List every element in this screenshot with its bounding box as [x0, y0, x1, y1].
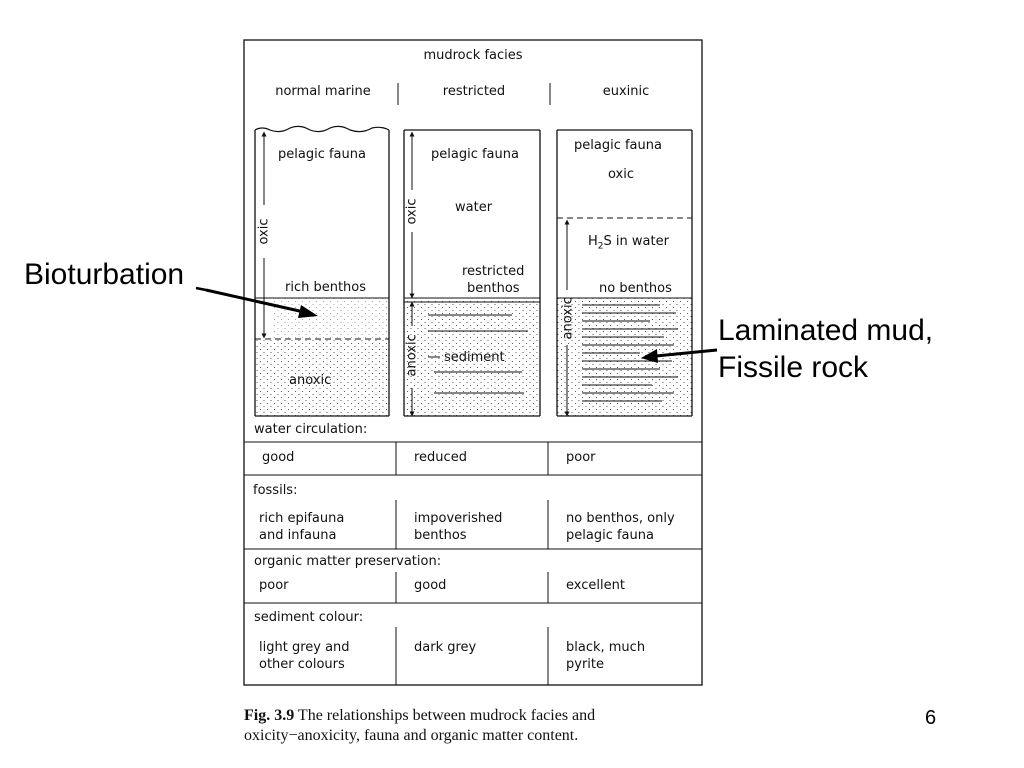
col3-anoxic-label: anoxic [560, 297, 576, 340]
organic-matter-euxinic: excellent [566, 578, 625, 593]
row-organic-matter-title: organic matter preservation: [254, 554, 442, 569]
laminated-arrow [641, 348, 718, 363]
col2-sediment: sediment [444, 350, 505, 365]
facies-restricted: restricted [442, 84, 506, 99]
col2-water: water [455, 200, 493, 215]
col1-rich-benthos: rich benthos [285, 280, 367, 295]
page-number: 6 [925, 707, 937, 729]
col2-pelagic-fauna: pelagic fauna [431, 147, 519, 162]
row-fossils-title: fossils: [253, 483, 298, 498]
row-sediment-colour-title: sediment colour: [254, 610, 364, 625]
column-euxinic [556, 129, 693, 417]
properties-table [244, 441, 702, 685]
col2-anoxic-label: anoxic [404, 334, 420, 377]
laminated-mud-label: Laminated mud, Fissile rock [718, 314, 934, 384]
facies-normal-marine: normal marine [275, 84, 371, 99]
col1-anoxic: anoxic [289, 373, 332, 388]
col2-benthos: benthos [467, 281, 520, 296]
col3-h2s-in-water: H2S in water [588, 234, 669, 252]
facies-euxinic: euxinic [602, 84, 650, 99]
col3-pelagic-fauna: pelagic fauna [574, 138, 662, 153]
col2-restricted: restricted [462, 264, 525, 279]
col1-pelagic-fauna: pelagic fauna [278, 147, 366, 162]
water-circulation-restricted: reduced [414, 450, 467, 465]
col3-oxic: oxic [608, 167, 635, 182]
row-water-circulation-title: water circulation: [254, 422, 368, 437]
organic-matter-restricted: good [414, 578, 447, 593]
water-circulation-euxinic: poor [566, 450, 596, 465]
figure-header: mudrock facies [423, 48, 523, 63]
column-normal-marine [254, 125, 390, 417]
figure-caption: Fig. 3.9 The relationships between mudro… [244, 707, 596, 744]
figure-frame [243, 39, 703, 686]
column-restricted [403, 129, 541, 417]
col2-oxic-label: oxic [404, 198, 420, 225]
water-circulation-normal: good [262, 450, 295, 465]
bioturbation-label: Bioturbation [24, 258, 185, 291]
organic-matter-normal: poor [259, 578, 289, 593]
col3-no-benthos: no benthos [599, 281, 672, 296]
sediment-colour-restricted: dark grey [414, 640, 477, 655]
col1-oxic-label: oxic [256, 218, 272, 245]
bioturbation-arrow [195, 286, 318, 318]
